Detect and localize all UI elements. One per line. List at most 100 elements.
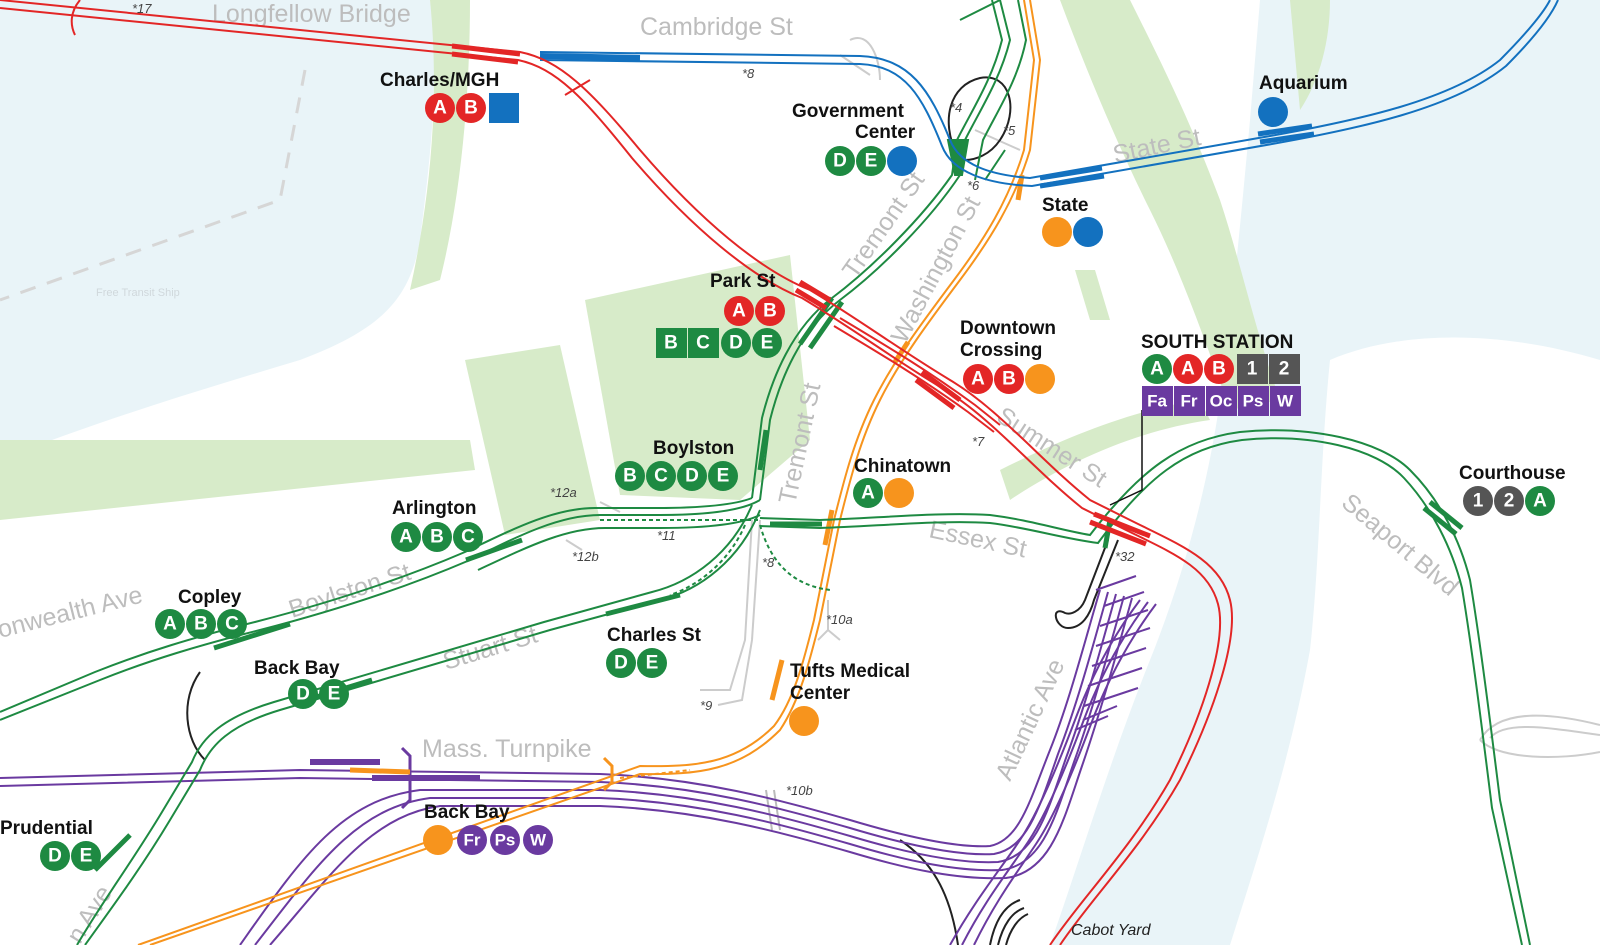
orange-circle-badge — [789, 706, 819, 736]
orange-platform-tufts — [769, 659, 785, 701]
green-essex-2 — [759, 437, 1523, 945]
station-name: Charles St — [607, 625, 702, 646]
purple-track-4 — [254, 595, 1125, 945]
route-badge-b — [994, 364, 1024, 394]
route-label: B — [194, 614, 208, 635]
station-name: State — [1042, 195, 1088, 216]
commuter-rail-lines — [0, 575, 1157, 945]
backbay-rail-bracket — [400, 746, 412, 810]
station-name-line1: Downtown — [960, 318, 1056, 339]
route-label: B — [464, 98, 478, 119]
route-badge-e — [752, 328, 782, 358]
route-label: A — [1181, 359, 1195, 380]
purple-track-1 — [0, 589, 1101, 848]
red-platform-charles — [451, 43, 521, 65]
red-platform-south — [1089, 511, 1151, 547]
public-garden — [465, 345, 600, 535]
station-aquarium[interactable]: Aquarium — [1258, 73, 1348, 127]
harbor-patch — [1290, 0, 1330, 110]
route-badge-d — [677, 461, 707, 491]
route-label: B — [1212, 359, 1226, 380]
station-copley[interactable]: Copley A B C — [155, 587, 247, 639]
note-8a: *8 — [742, 66, 755, 81]
service-track-5 — [974, 129, 1021, 151]
route-label: C — [696, 333, 710, 354]
note-5: *5 — [1003, 123, 1016, 138]
green-trunk-west-2 — [0, 497, 753, 713]
green-platform-boylston — [757, 429, 769, 471]
station-prudential[interactable]: Prudential D E — [0, 818, 101, 871]
south-station-pointer — [1109, 410, 1143, 506]
route-label: D — [685, 466, 699, 487]
route-label: Fa — [1147, 392, 1167, 411]
route-badge-b — [755, 296, 785, 326]
station-arlington[interactable]: Arlington A B C — [391, 498, 483, 552]
blue-circle-badge — [1258, 97, 1288, 127]
route-label: B — [664, 333, 678, 354]
note-10b: *10b — [786, 783, 813, 798]
note-9: *9 — [700, 698, 712, 713]
orange-platform-state — [1015, 174, 1025, 201]
route-badge-c — [453, 522, 483, 552]
route-badge-e — [708, 461, 738, 491]
shoreline-park — [410, 0, 470, 290]
green-platform-charlesst — [605, 592, 681, 617]
blue-circle-badge — [1073, 217, 1103, 247]
river-esplanade — [0, 440, 475, 520]
station-state[interactable]: State — [1042, 195, 1103, 247]
station-name: Back Bay — [424, 802, 510, 823]
cabot-yard-label: Cabot Yard — [1071, 922, 1152, 939]
station-courthouse[interactable]: Courthouse 1 2 A — [1459, 463, 1566, 516]
station-back-bay-rail[interactable]: Back Bay Fr Ps W — [423, 802, 553, 855]
link-track-copley — [186, 671, 206, 761]
station-tufts-medical-center[interactable]: Tufts Medical Center — [789, 661, 910, 736]
blue-track-1 — [539, 0, 1551, 180]
route-label: E — [761, 333, 774, 354]
cabot-yard-loop — [1479, 714, 1600, 758]
station-boylston[interactable]: Boylston B C D E — [615, 438, 738, 491]
route-badge-d — [825, 146, 855, 176]
route-badge-oc — [1206, 386, 1237, 416]
greenway-strip — [1000, 400, 1210, 500]
loop-track-govcenter — [947, 76, 1012, 161]
purple-track-6 — [949, 599, 1141, 945]
station-chinatown[interactable]: Chinatown A — [853, 456, 951, 508]
purple-track-9 — [1083, 575, 1151, 707]
route-badge-b — [422, 522, 452, 552]
green-platform-courthouse — [1422, 500, 1464, 536]
note-12a: *12a — [550, 485, 577, 500]
orange-track-sb — [137, 0, 1036, 945]
route-badge-b-square — [656, 328, 687, 358]
route-label: E — [865, 151, 878, 172]
station-name-line1: Government — [792, 101, 905, 122]
backbay-rail-platform — [310, 759, 480, 781]
orange-circle-badge — [1042, 217, 1072, 247]
route-label: A — [399, 527, 413, 548]
station-charles-st[interactable]: Charles St D E — [606, 625, 702, 678]
faint-label: Free Transit Ship — [96, 287, 180, 299]
route-badge-a — [425, 93, 455, 123]
route-badge-b — [456, 93, 486, 123]
red-track-2 — [0, 7, 1222, 945]
route-badge-e — [637, 648, 667, 678]
station-south-station[interactable]: SOUTH STATION A A B 1 2 Fa Fr Oc Ps W — [1141, 332, 1301, 416]
route-label: D — [833, 151, 847, 172]
station-park-st[interactable]: Park St A B B C D E — [656, 271, 785, 358]
orange-circle-badge — [1025, 364, 1055, 394]
station-downtown-crossing[interactable]: Downtown Crossing A B — [960, 318, 1056, 394]
station-back-bay-green[interactable]: Back Bay D E — [254, 658, 349, 709]
route-label: E — [328, 684, 341, 705]
route-label: C — [654, 466, 668, 487]
station-charles-mgh[interactable]: Charles/MGH A B — [380, 70, 519, 123]
route-badge-2 — [1269, 354, 1300, 384]
green-trunk-west-3 — [477, 514, 761, 571]
blue-square-badge — [489, 93, 519, 123]
route-label: D — [614, 653, 628, 674]
blue-line — [539, 0, 1559, 189]
red-platform-park — [794, 279, 832, 311]
station-government-center[interactable]: Government Center D E — [792, 101, 917, 176]
route-label: Fr — [1181, 392, 1198, 411]
route-label: E — [646, 653, 659, 674]
service-track-north — [849, 37, 881, 81]
